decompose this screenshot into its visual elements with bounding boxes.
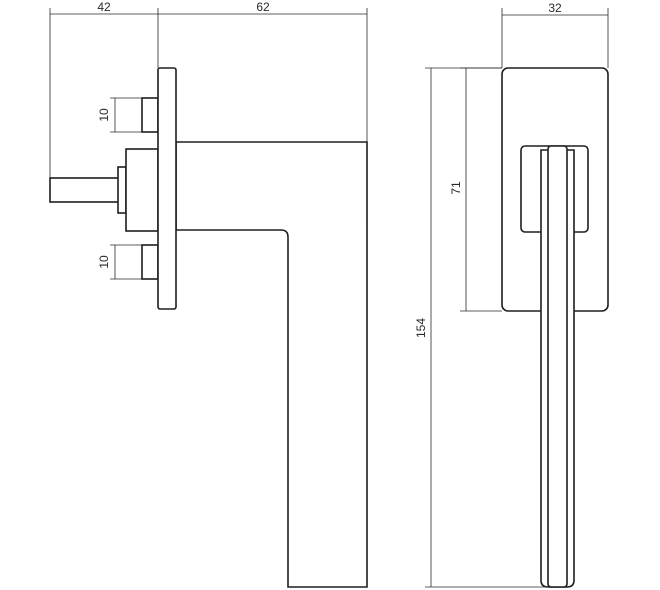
rose-plate-side bbox=[157, 67, 177, 310]
dimension-154-label: 154 bbox=[414, 318, 428, 338]
handle-neck bbox=[125, 148, 159, 232]
front-view: 32 71 154 bbox=[414, 1, 609, 588]
dimension-upper-pin: 10 bbox=[97, 97, 142, 133]
handle-lever-profile bbox=[175, 141, 368, 588]
dimension-10-lower-label: 10 bbox=[97, 255, 111, 269]
lever-centre-groove bbox=[547, 145, 568, 588]
dimension-top-side: 42 62 bbox=[49, 0, 368, 178]
dimension-62-label: 62 bbox=[256, 0, 270, 14]
dimension-front-width: 32 bbox=[501, 1, 609, 68]
square-spindle bbox=[49, 177, 121, 203]
dimension-front-total-height: 154 bbox=[414, 67, 548, 588]
dimension-front-rose-height: 71 bbox=[449, 67, 502, 312]
dimension-71-label: 71 bbox=[449, 181, 463, 195]
upper-screw-pin bbox=[141, 97, 159, 133]
spindle-collar bbox=[117, 166, 127, 214]
dimension-42-label: 42 bbox=[97, 0, 111, 14]
dimension-lower-pin: 10 bbox=[97, 244, 142, 280]
side-view: 42 62 10 10 bbox=[49, 0, 368, 588]
lower-screw-pin bbox=[141, 244, 159, 280]
dimension-32-label: 32 bbox=[548, 1, 562, 15]
dimension-10-upper-label: 10 bbox=[97, 108, 111, 122]
